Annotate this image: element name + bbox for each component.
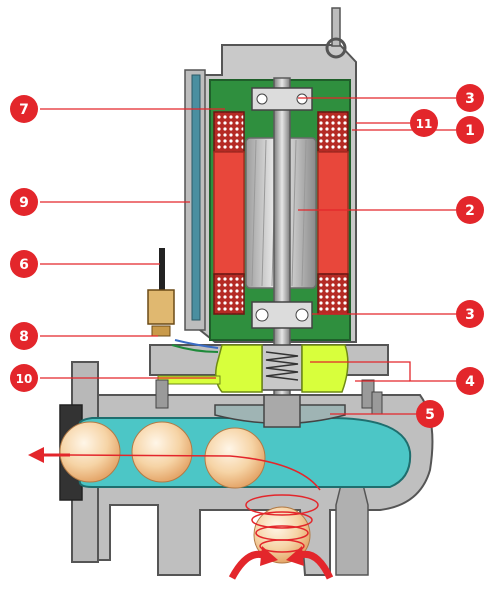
stator-right — [317, 151, 349, 275]
bolts — [155, 379, 383, 415]
solids-flow — [59, 421, 311, 564]
stator-left — [213, 151, 245, 275]
callout-lines — [40, 97, 456, 415]
callout-badge: 1 — [456, 116, 484, 144]
cable-gland — [147, 248, 219, 353]
cable-sheath — [191, 74, 201, 321]
callout-badge: 4 — [456, 367, 484, 395]
arrow-left-icon — [28, 447, 70, 463]
callout-label: 8 — [19, 329, 29, 345]
callout-label: 3 — [465, 91, 475, 107]
oil-chamber — [157, 344, 349, 393]
impeller — [214, 394, 346, 428]
callout-label: 11 — [416, 117, 433, 131]
callouts-right: 3 11 1 2 3 4 5 — [410, 84, 484, 428]
stator-coil-bottom-right — [317, 273, 349, 315]
callouts-left: 7 9 6 8 10 — [10, 95, 38, 392]
callout-badge: 3 — [456, 300, 484, 328]
callout-label: 10 — [16, 372, 33, 386]
callout-label: 2 — [465, 203, 475, 219]
callout-label: 9 — [19, 195, 29, 211]
callout-badge: 2 — [456, 196, 484, 224]
callout-label: 5 — [425, 407, 435, 423]
callout-badge: 9 — [10, 188, 38, 216]
callout-badge: 7 — [10, 95, 38, 123]
callout-badge: 6 — [10, 250, 38, 278]
curved-arrow-icon — [228, 546, 334, 580]
stator-coil-top-right — [317, 111, 349, 153]
callout-badge: 3 — [456, 84, 484, 112]
callout-badge: 10 — [10, 364, 38, 392]
callout-label: 1 — [465, 123, 475, 139]
callout-label: 4 — [465, 374, 475, 390]
stator-coil-bottom-left — [213, 273, 245, 315]
callout-badge: 5 — [416, 400, 444, 428]
swirl-flow-path — [69, 454, 321, 553]
callout-badge: 11 — [410, 109, 438, 137]
callout-label: 6 — [19, 257, 29, 273]
callout-label: 3 — [465, 307, 475, 323]
stator-coil-top-left — [213, 111, 245, 153]
callout-badge: 8 — [10, 322, 38, 350]
callout-label: 7 — [19, 102, 29, 118]
upper-bearing — [251, 87, 313, 111]
lifting-eye-icon — [325, 7, 347, 59]
